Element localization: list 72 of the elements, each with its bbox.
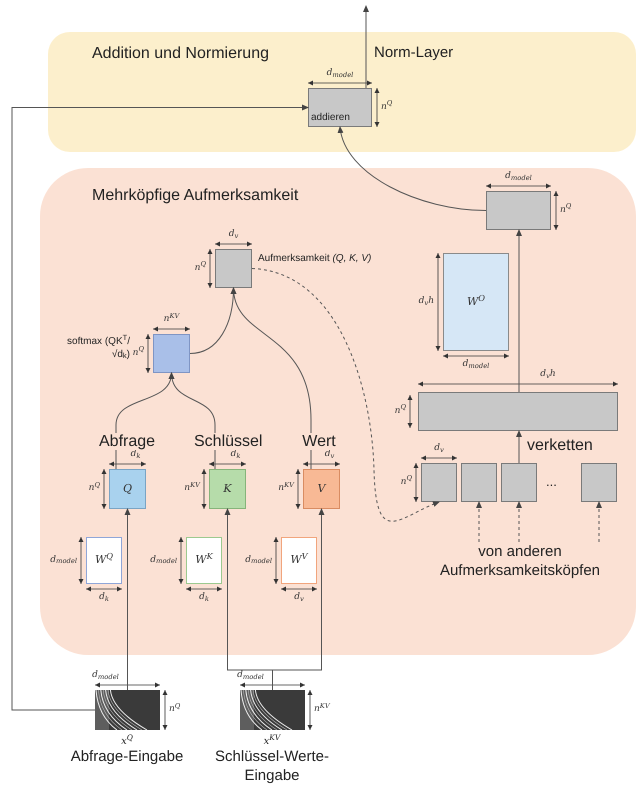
matrix-box (153, 334, 190, 373)
dimension-label: n$^{KV}$ (278, 483, 294, 493)
dimension-label: n$^{Q}$ (560, 204, 572, 214)
arrow (476, 501, 482, 542)
dimension-label: d$_{model}$ (326, 68, 354, 78)
dimension-label: d$_{model}$ (462, 359, 490, 369)
arrow (338, 126, 486, 211)
matrix-box (461, 463, 497, 502)
matrix-box: W$^{V}$ (281, 537, 317, 584)
dimension-label: n$^{KV}$ (184, 483, 200, 493)
arrow (516, 430, 522, 464)
arrow (12, 104, 309, 710)
attention-label: Aufmerksamkeit (Q, K, V) (258, 253, 372, 264)
section-panel (40, 168, 636, 655)
panel-heading: Mehrköpfige Aufmerksamkeit (92, 186, 298, 206)
arrow (252, 268, 440, 522)
matrix-box: addieren (308, 88, 372, 127)
panel-heading: Addition und Normierung (92, 44, 269, 64)
matrix-box: W$^{O}$ (443, 253, 509, 351)
dimension-label: d$_{model}$ (505, 171, 532, 181)
dimension-label: d$_{v}$h (418, 296, 434, 306)
arrow (124, 508, 130, 690)
formula-label: softmax (QK$^{T}$/√d$_{k}$) (67, 336, 130, 360)
edge-label: Schlüssel (193, 433, 264, 450)
variable-label: x$^{KV}$ (264, 736, 280, 747)
matrix-box (421, 463, 457, 502)
input-matrix-picture (95, 690, 160, 730)
dimension-label: n$^{Q}$ (194, 262, 206, 272)
variable-label: x$^{Q}$ (121, 736, 133, 747)
note-label: von anderen Aufmerksamkeitsköpfen (438, 543, 602, 581)
dimension-label: n$^{KV}$ (314, 704, 330, 714)
dimension-label: n$^{KV}$ (164, 314, 180, 324)
dimension-label: d$_{model}$ (237, 670, 264, 680)
dimension-label: d$_{k}$ (199, 592, 209, 602)
matrix-box (215, 249, 252, 288)
dimension-label: d$_{v}$ (434, 443, 444, 453)
dimension-label: d$_{model}$ (50, 554, 77, 564)
matrix-box (501, 463, 537, 502)
input-matrix-picture (240, 690, 305, 730)
caption-label: Schlüssel-Werte-Eingabe (215, 748, 329, 784)
dimension-label: d$_{v}$ (294, 592, 304, 602)
arrow (363, 5, 369, 88)
dimension-label: n$^{Q}$ (394, 406, 406, 416)
matrix-box: V (303, 469, 340, 509)
matrix-box (418, 392, 618, 431)
dimension-label: n$^{Q}$ (400, 476, 412, 486)
edge-label: Wert (301, 433, 337, 450)
arrow (190, 287, 236, 354)
matrix-box: W$^{Q}$ (86, 537, 122, 584)
dimension-label: d$_{v}$h (540, 369, 556, 379)
layer-label: Norm-Layer (374, 43, 454, 63)
section-panel (48, 32, 636, 152)
dimension-label: n$^{Q}$ (381, 102, 392, 112)
arrow (596, 501, 602, 542)
dimension-label: n$^{Q}$ (132, 348, 144, 358)
caption-label: Abfrage-Eingabe (70, 748, 184, 765)
matrix-box: K (209, 469, 246, 509)
dimension-label: n$^{Q}$ (169, 704, 180, 714)
dimension-label: n$^{Q}$ (88, 483, 100, 493)
arrow (516, 229, 522, 392)
dimension-label: d$_{k}$ (99, 592, 109, 602)
ellipsis-label: ... (546, 473, 558, 491)
edge-label: Abfrage (98, 433, 156, 450)
dimension-label: d$_{model}$ (245, 554, 272, 564)
matrix-box (581, 463, 617, 502)
matrix-box (486, 191, 551, 230)
arrow (516, 501, 522, 542)
matrix-box: Q (109, 469, 146, 509)
dimension-label: d$_{v}$ (228, 229, 238, 239)
dimension-label: d$_{model}$ (150, 554, 177, 564)
dimension-label: d$_{model}$ (92, 670, 119, 680)
matrix-box: W$^{K}$ (186, 537, 222, 584)
